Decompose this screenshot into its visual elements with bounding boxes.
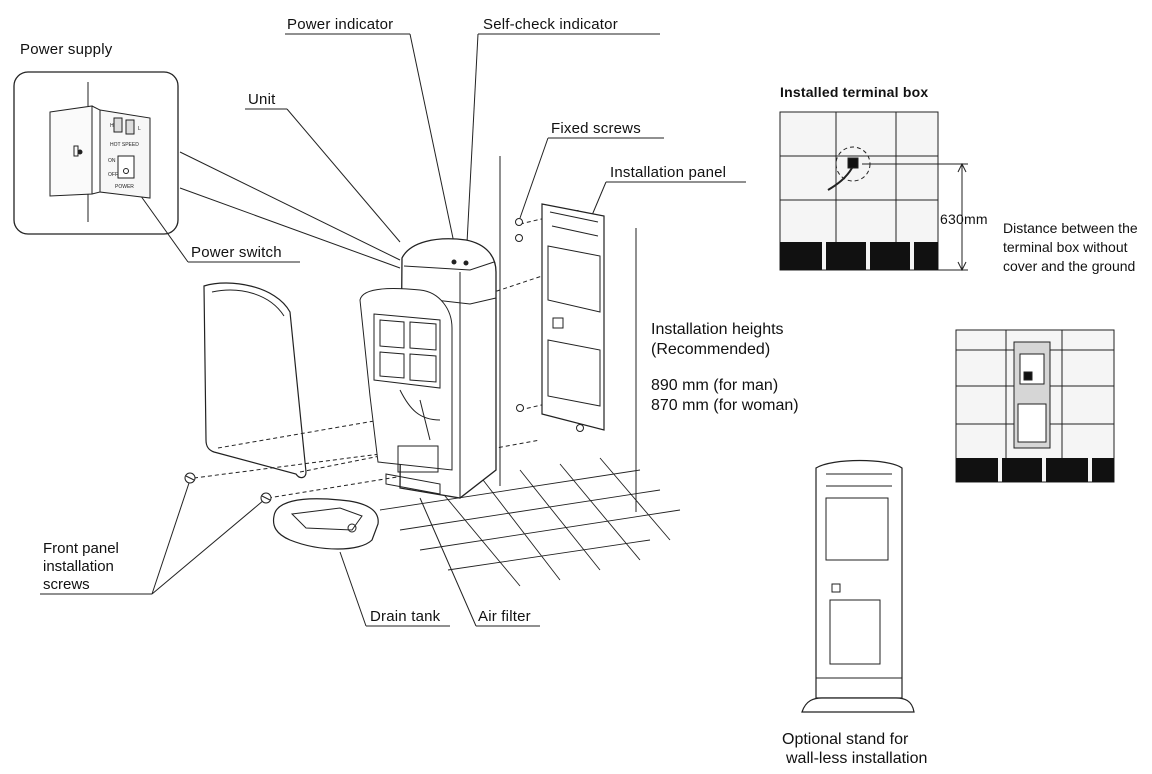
distance-desc-line-1: Distance between the xyxy=(1003,220,1138,236)
front-panel-screws-line-1: Front panel xyxy=(43,540,119,557)
stand-caption-line-1: Optional stand for xyxy=(782,731,909,748)
screw-icon xyxy=(576,424,584,432)
dash-unit-panel-1 xyxy=(429,439,541,461)
inset-dot-icon xyxy=(77,149,83,155)
panel-terminal-square xyxy=(552,317,564,329)
inset-switch-box xyxy=(99,109,151,199)
unit-inner-window xyxy=(373,313,441,389)
leader-front-screw-1 xyxy=(151,479,191,595)
unit-inner-grille xyxy=(379,319,437,383)
unit-label: Unit xyxy=(248,91,276,108)
screw-icon xyxy=(260,492,272,504)
switch-on-label: ON xyxy=(108,158,116,164)
terminal-dim-arrows xyxy=(957,162,967,272)
installation-heights-title: Installation heights xyxy=(651,321,784,338)
inset-slot xyxy=(73,145,79,157)
installation-panel-label: Installation panel xyxy=(610,164,727,181)
stand-top-slots xyxy=(826,473,892,487)
power-indicator-label: Power indicator xyxy=(287,16,394,33)
stand-cutout-lower xyxy=(829,599,881,665)
self-check-indicator-label: Self-check indicator xyxy=(483,16,618,33)
air-filter-tray xyxy=(385,473,441,495)
front-panel-screws-label: Front panel installation screws xyxy=(43,540,119,594)
leader-power-indicator xyxy=(409,33,459,263)
front-panel-screws-line-3: screws xyxy=(43,576,90,593)
installation-heights-block: Installation heights (Recommended) 890 m… xyxy=(651,320,799,416)
leader-self-check xyxy=(465,33,479,263)
switch-h-label: H xyxy=(110,123,114,129)
terminal-floor-tiles xyxy=(780,242,938,270)
leader-drain-tank xyxy=(339,551,367,627)
inset-cover-plate xyxy=(49,105,93,197)
distance-value: 630mm xyxy=(940,211,988,227)
power-supply-inset xyxy=(13,71,179,235)
drain-tank-opening xyxy=(290,507,363,531)
drain-tank-label: Drain tank xyxy=(370,608,441,625)
distance-desc-line-2: terminal box without xyxy=(1003,239,1128,255)
wall-floor-tiles xyxy=(956,458,1114,482)
stand-base xyxy=(801,697,915,713)
switch-l-label: L xyxy=(138,126,141,132)
terminal-tile-grid xyxy=(780,112,938,242)
panel-cutout-lower xyxy=(547,339,601,407)
power-supply-label: Power supply xyxy=(20,41,113,58)
drain-tank-body xyxy=(272,498,379,550)
drain-tank-hole xyxy=(347,523,357,533)
dash-screw-2 xyxy=(267,469,441,499)
leader-fixed-screws xyxy=(519,137,549,219)
unit-top-edge xyxy=(403,261,495,271)
height-man: 890 mm (for man) xyxy=(651,377,779,394)
screw-icon xyxy=(515,234,523,242)
switch-power-label: POWER xyxy=(115,184,134,190)
terminal-box-icon xyxy=(1023,371,1033,381)
magnifier-line-1 xyxy=(179,151,401,261)
dash-screw-1 xyxy=(193,453,381,479)
stand-caption-line-2: wall-less installation xyxy=(786,750,928,767)
unit-wiring xyxy=(399,389,441,441)
leader-front-screw-2 xyxy=(151,499,265,595)
front-panel-highlight xyxy=(211,289,285,317)
inset-power-switch xyxy=(117,155,135,179)
switch-off-label: OFF xyxy=(108,172,118,178)
self-check-indicator-icon xyxy=(463,260,469,266)
distance-description: Distance between the terminal box withou… xyxy=(1003,219,1138,276)
terminal-cable xyxy=(827,167,853,191)
stand-body xyxy=(815,459,903,699)
installation-panel-plate xyxy=(541,203,605,431)
stand-cutout-upper xyxy=(825,497,889,561)
power-switch-label: Power switch xyxy=(191,244,282,261)
magnifier-line-2 xyxy=(179,187,401,269)
inset-hot-switch xyxy=(125,119,135,135)
switch-hot-speed-label: HOT SPEED xyxy=(110,142,139,148)
screw-icon xyxy=(516,404,524,412)
front-panel-screws-line-2: installation xyxy=(43,558,114,575)
inset-cover-edge xyxy=(91,105,101,195)
leader-unit xyxy=(286,108,401,243)
power-indicator-icon xyxy=(451,259,457,265)
air-filter-label: Air filter xyxy=(478,608,531,625)
distance-desc-line-3: cover and the ground xyxy=(1003,258,1136,274)
floor-grid xyxy=(379,457,681,587)
screw-icon xyxy=(184,472,196,484)
inset-speed-switch xyxy=(113,117,123,133)
installation-heights-recommended: (Recommended) xyxy=(651,341,771,358)
optional-stand-caption: Optional stand for wall-less installatio… xyxy=(782,730,927,768)
leader-air-filter xyxy=(419,497,477,627)
stand-terminal-square xyxy=(831,583,841,593)
terminal-box-icon xyxy=(847,157,859,169)
unit-inner-frame xyxy=(359,287,453,471)
wall-panel-window-lower xyxy=(1017,403,1047,443)
unit-drain-outlet xyxy=(397,445,439,473)
inset-power-dot-icon xyxy=(123,168,129,174)
screw-icon xyxy=(515,218,523,226)
fixed-screws-label: Fixed screws xyxy=(551,120,641,137)
installed-terminal-box-title: Installed terminal box xyxy=(780,84,929,100)
panel-slots xyxy=(549,211,599,237)
height-woman: 870 mm (for woman) xyxy=(651,397,799,414)
panel-cutout-upper xyxy=(547,245,601,313)
front-panel-cover xyxy=(203,282,307,479)
